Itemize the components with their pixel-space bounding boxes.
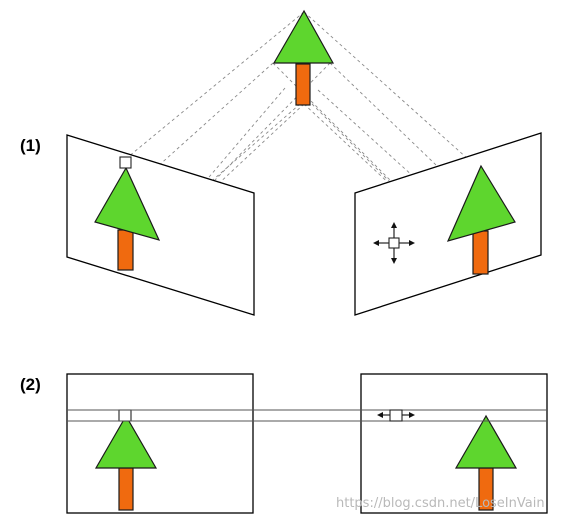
four-way-arrows-icon xyxy=(373,222,415,264)
left-image-plane xyxy=(66,134,255,316)
step1-label: (1) xyxy=(20,136,41,155)
rectified-right-image xyxy=(360,373,548,514)
world-tree-trunk xyxy=(295,63,311,106)
left-tree-foliage xyxy=(94,166,161,241)
rect-left-tree-trunk xyxy=(118,467,134,511)
left-tree-trunk xyxy=(117,229,134,271)
epipolar-lines xyxy=(67,409,547,422)
rectified-left-image xyxy=(66,373,254,514)
watermark: https://blog.csdn.net/LoseInVain xyxy=(336,496,545,511)
rect-left-tree-foliage xyxy=(94,414,158,469)
right-tree-foliage xyxy=(446,164,516,242)
right-image-plane xyxy=(354,132,542,316)
step2-label: (2) xyxy=(20,375,41,394)
world-tree-foliage xyxy=(272,9,335,64)
right-tree-trunk xyxy=(472,230,489,275)
two-way-horizontal-arrows-icon xyxy=(377,409,415,422)
square-window-icon xyxy=(118,409,132,422)
world-tree xyxy=(272,9,335,106)
square-window-icon xyxy=(119,156,132,169)
rect-right-tree-foliage xyxy=(454,414,518,469)
